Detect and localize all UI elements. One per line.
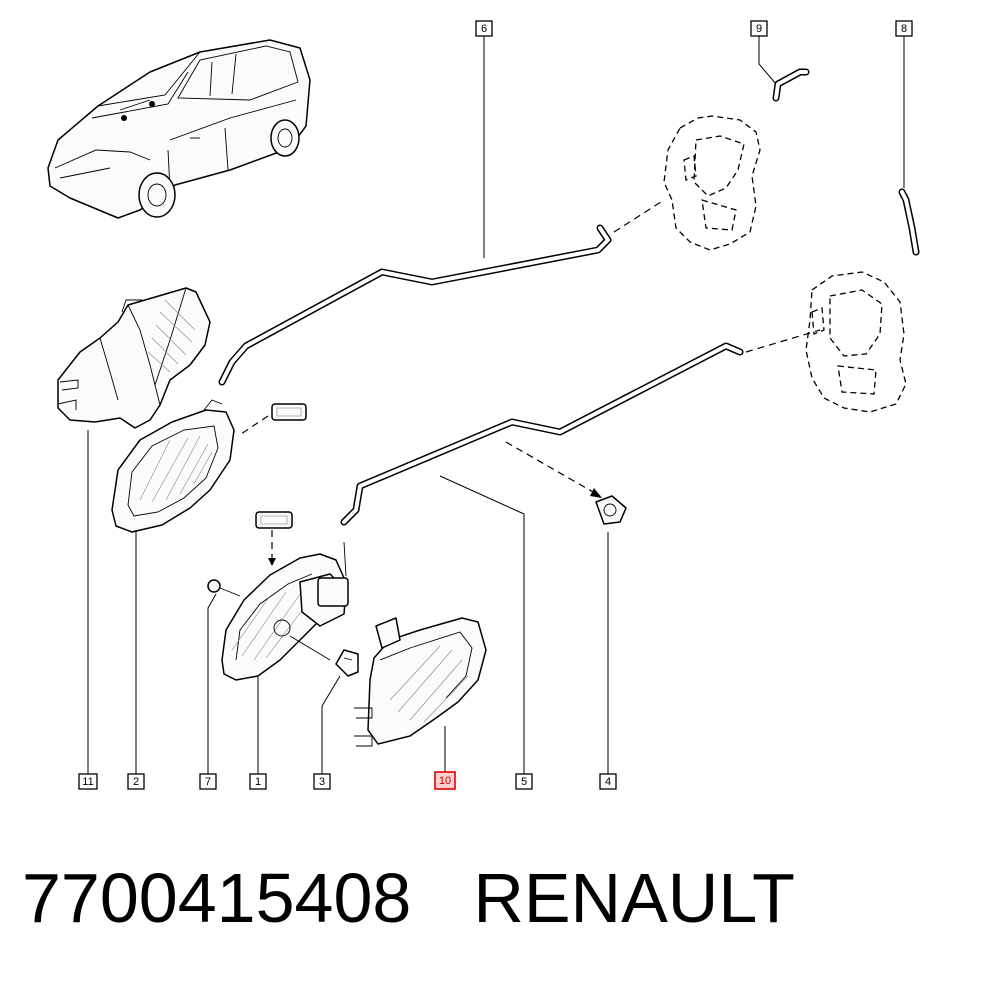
callout-6: 6 xyxy=(475,20,493,37)
callout-10-highlighted: 10 xyxy=(434,771,456,790)
footer-caption: 7700415408 RENAULT xyxy=(22,858,795,938)
svg-text:5: 5 xyxy=(521,776,527,788)
callout-3: 3 xyxy=(313,773,331,790)
callout-11: 11 xyxy=(78,773,98,790)
callout-9: 9 xyxy=(750,20,768,37)
gasket-lower xyxy=(255,511,293,529)
part-3-clip xyxy=(335,649,359,677)
lock-lower-dashed xyxy=(805,271,907,413)
svg-text:6: 6 xyxy=(481,23,487,35)
rod-9 xyxy=(772,68,810,102)
part-4-grommet xyxy=(595,495,627,525)
brand-name: RENAULT xyxy=(473,859,795,937)
part-number: 7700415408 xyxy=(22,859,412,937)
leader-3 xyxy=(321,675,341,776)
leader-9 xyxy=(758,36,777,85)
leader-5 xyxy=(439,475,525,776)
callout-5: 5 xyxy=(515,773,533,790)
rod-6 xyxy=(218,224,612,386)
svg-text:3: 3 xyxy=(319,776,325,788)
svg-text:2: 2 xyxy=(133,776,139,788)
svg-text:9: 9 xyxy=(756,23,762,35)
callout-4: 4 xyxy=(599,773,617,790)
callout-2: 2 xyxy=(127,773,145,790)
svg-text:7: 7 xyxy=(205,776,211,788)
arrow-icon xyxy=(590,488,602,498)
dash-rod6-lock xyxy=(613,199,665,233)
part-7-screw xyxy=(207,579,241,597)
dash-rod5-lock xyxy=(745,329,821,353)
svg-text:11: 11 xyxy=(82,776,93,788)
svg-text:10: 10 xyxy=(439,775,451,787)
arrow-down-icon xyxy=(268,558,276,566)
rod-5 xyxy=(340,342,744,526)
dash-rod5-grommet xyxy=(505,441,601,497)
svg-text:1: 1 xyxy=(255,776,261,788)
svg-text:8: 8 xyxy=(901,23,907,35)
leader-7 xyxy=(207,593,217,776)
part-1-handle-mechanism xyxy=(221,553,349,681)
callout-1: 1 xyxy=(249,773,267,790)
part-2-handle-bezel xyxy=(111,399,235,533)
svg-text:4: 4 xyxy=(605,776,611,788)
car-illustration xyxy=(47,39,311,219)
rod-5-tip xyxy=(343,541,347,577)
gasket-leader-upper xyxy=(237,415,269,437)
rod-8 xyxy=(898,188,920,256)
callout-7: 7 xyxy=(199,773,217,790)
part-11-handle-housing xyxy=(57,287,211,429)
lock-upper-dashed xyxy=(663,115,761,251)
callout-8: 8 xyxy=(895,20,913,37)
part-10-outer-handle xyxy=(354,617,487,747)
gasket-upper xyxy=(271,403,307,421)
